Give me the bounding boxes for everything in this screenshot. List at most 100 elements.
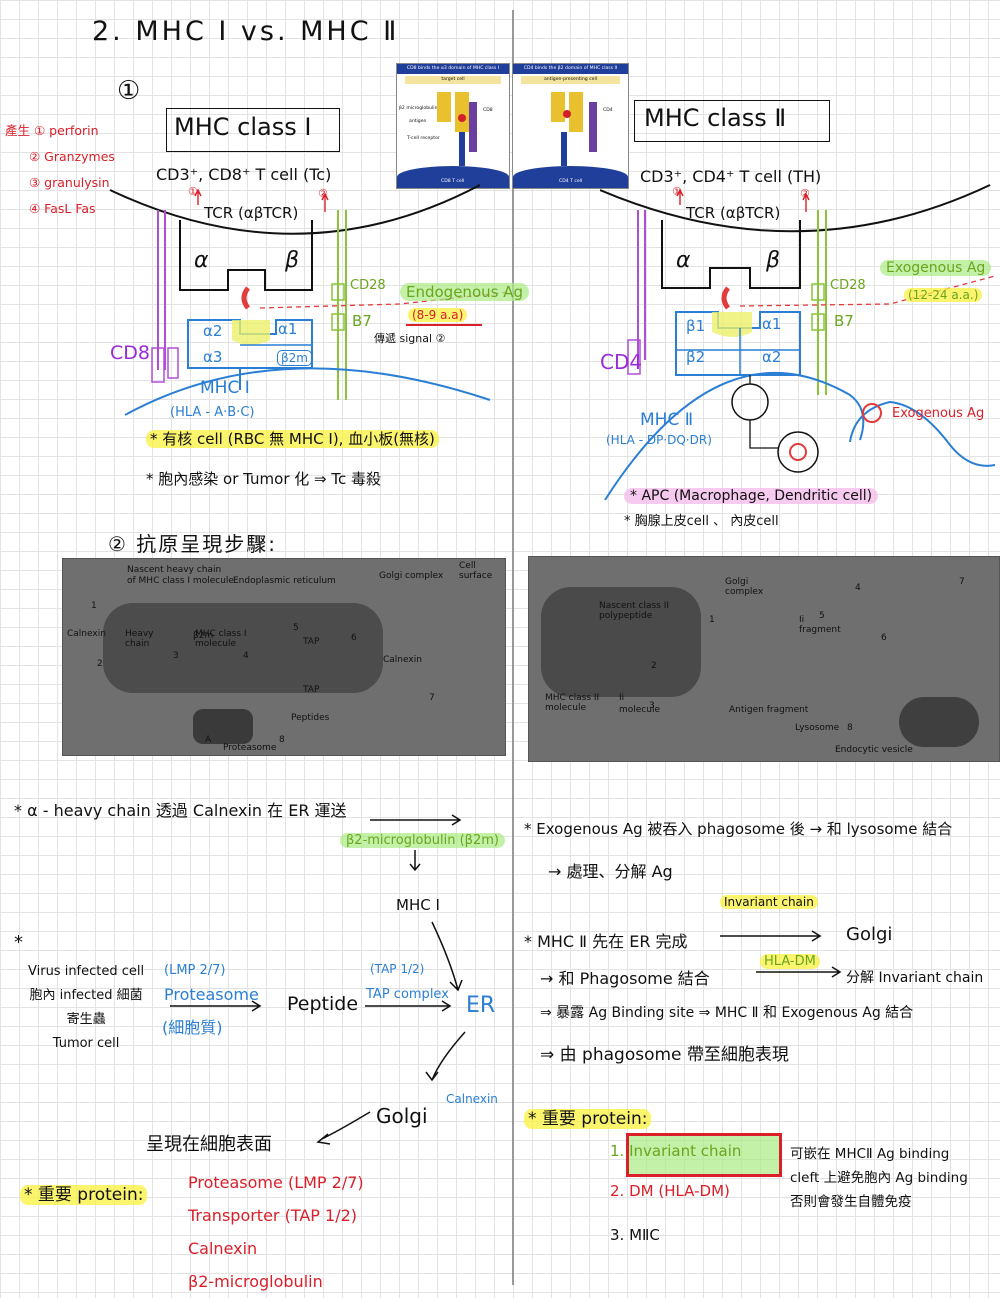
figure-label: fragment [799,625,841,635]
mhc2-label: MHC Ⅱ [640,410,694,430]
column-divider [512,10,514,1285]
figure-label: Calnexin [67,629,106,639]
mhc2-diagram [600,184,996,500]
proteasome-label: Proteasome [164,985,259,1004]
figure-label: molecule [195,639,237,649]
figure-label: Golgi complex [379,571,444,581]
left-protein-list: Proteasome (LMP 2/7) Transporter (TAP 1/… [188,1166,364,1298]
mhc1-hla: (HLA - A·B·C) [170,405,255,420]
mhc2-domain-a2: α2 [762,348,782,366]
mhc1-antigen: Endogenous Ag [400,283,529,301]
side-note-heading: 產生 ① perforin [5,123,99,138]
thumbnail-sub: target cell [405,76,501,84]
mhc1-domain-a3: α3 [203,348,223,366]
figure-label: 2 [97,659,103,669]
figure-label: chain [125,639,150,649]
right-important: * 重要 protein: [524,1104,652,1129]
explanation-line: 否則會發生自體免疫 [790,1194,912,1210]
figure-label: molecule [619,705,661,715]
mhc1-cd8: CD8 [110,342,150,364]
figure-label: Nascent heavy chain [127,565,222,575]
thumbnail-label: β2 microglobulin [399,106,438,111]
tap-label: (TAP 1/2) [370,962,425,976]
thumbnail-label: CD8 [483,108,493,113]
mhc2-tcell-label: CD3⁺, CD4⁺ T cell (TH) [640,167,822,186]
figure-label: 1 [91,601,97,611]
figure-label: 8 [279,735,285,745]
figure-label: 3 [649,701,655,711]
figure-label: β2m [193,631,214,641]
mhc1-alpha: α [194,248,209,273]
figure-label: Antigen fragment [729,705,809,715]
mhc2-note2: * 胸腺上皮cell 、 內皮cell [624,514,779,529]
hla-dm-tag: HLA-DM [760,954,820,969]
er-label: ER [466,993,496,1018]
figure-label: A [205,735,212,745]
source-item: Tumor cell [52,1036,120,1051]
mhc1-num1: ① [188,185,198,198]
mhc1-title-box [166,108,340,152]
mhc2-b7: B7 [834,312,854,330]
mhc1-signal-underline [406,324,482,326]
surface-label: 呈現在細胞表面 [146,1134,272,1155]
right-arrows [720,930,842,978]
mhc2-alpha: α [676,248,691,273]
side-note-item: ③ granulysin [29,175,110,190]
mhc1-num2: ② [318,187,328,200]
mhc1-domain-a1: α1 [278,320,298,338]
source-item: Virus infected cell [28,964,145,979]
figure-label: 6 [881,633,887,643]
figure-label: 3 [173,651,179,661]
thumbnail-sub: antigen-presenting cell [521,76,620,84]
mhc2-num1: ① [672,185,682,198]
mhc2-cd4: CD4 [600,350,643,374]
figure-label: 6 [351,633,357,643]
figure-label: 7 [959,577,965,587]
section2-heading: ② 抗原呈現步驟: [108,532,278,556]
source-item: 寄生蟲 [66,1012,106,1027]
explanation-line: 可嵌在 MHCⅡ Ag binding [790,1146,950,1162]
left-important: * 重要 protein: [20,1180,148,1205]
left-important-text: * 重要 protein: [20,1185,148,1205]
figure-label: Heavy [125,629,154,639]
figure-label: Ii [619,693,625,703]
mhc1-note1: * 有核 cell (RBC 無 MHC Ⅰ), 血小板(無核) [146,428,439,449]
er-note: * MHC Ⅱ 先在 ER 完成 [524,932,688,951]
mhc2-domain-b2: β2 [686,348,706,366]
side-notes: 產生 ① perforin ② Granzymes ③ granulysin ④… [5,118,115,222]
mhc2-cd28: CD28 [830,278,866,293]
mhc1-note2: * 胞內感染 or Tumor 化 ⇒ Tc 毒殺 [146,470,381,488]
tap-complex-label: TAP complex [366,987,449,1002]
mhc1-antigen-size: (8-9 a.a) [408,308,468,322]
figure-label: Golgi [725,577,749,587]
figure-label: Cell [459,561,476,571]
protein-item: β2-microglobulin [188,1272,323,1291]
left-arrows [170,814,466,1145]
figure-label: polypeptide [599,611,653,621]
figure-label: TAP [303,685,320,695]
mhc1-tcr: TCR (αβTCR) [204,204,299,222]
explanation-line: cleft 上避免胞內 Ag binding [790,1170,968,1186]
figure-label: TAP [303,637,320,647]
figure-label: Endocytic vesicle [835,745,913,755]
invariant-chain-box [626,1133,782,1177]
mhc1-diagram [109,184,510,416]
b2m-label: β2-microglobulin (β2m) [340,833,505,848]
cytoplasm-label: (細胞質) [162,1018,223,1037]
right-protein-1: 1. Invariant chain [610,1142,741,1160]
figure-label: complex [725,587,764,597]
figure-label: Endoplasmic reticulum [233,576,336,586]
figure-label: 2 [651,661,657,671]
mhc2-exogenous: Exogenous Ag [892,406,985,421]
mhc2-title-box [634,100,830,142]
side-note-item: ② Granzymes [29,149,115,164]
mhc1-signal: 傳遞 signal ② [374,332,446,345]
hla-dm-tag-text: HLA-DM [760,954,820,969]
source-item: 胞內 infected 細菌 [29,988,143,1003]
thumbnail-molecule [437,92,477,166]
figure-label: Nascent class II [599,601,670,611]
mhc2-note1: * APC (Macrophage, Dendritic cell) [624,488,879,504]
heavy-chain-text: * α - heavy chain 透過 Calnexin 在 ER 運送 [14,801,347,820]
figure-label: molecule [545,703,587,713]
thumbnail-header: CD4 binds the β2 domain of MHC class II [513,64,628,74]
